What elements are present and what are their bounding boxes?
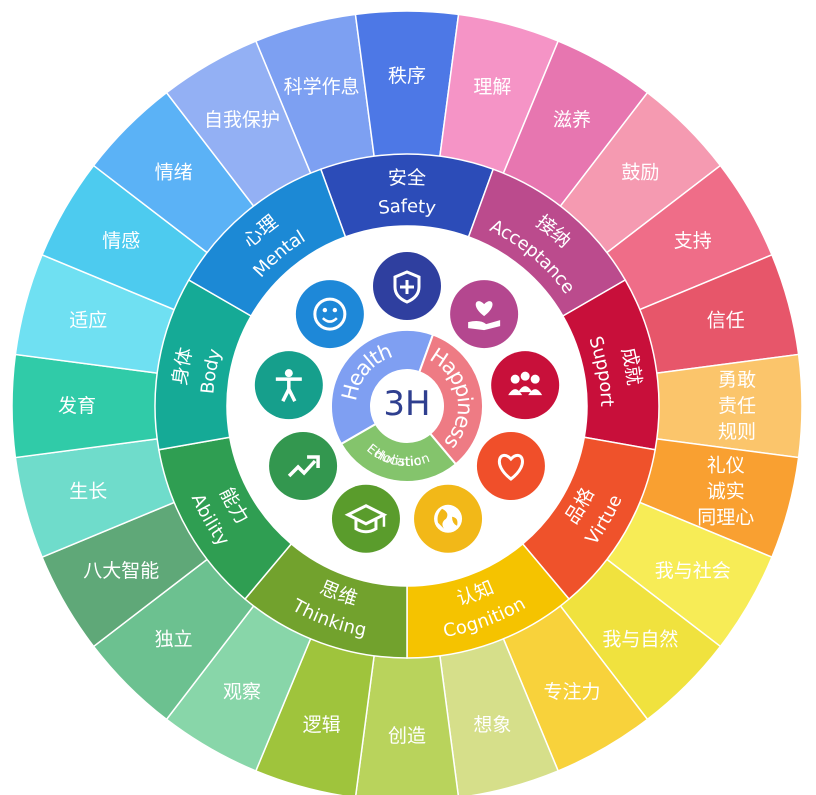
outer-segment-label-18: 八大智能 [83,560,159,582]
center-title: 3H [383,384,430,424]
graduation-cap-icon [328,481,403,556]
center-disc [373,372,441,440]
outer-segment-label-17: 独立 [155,628,193,650]
outer-segment-label-11: 我与自然 [602,628,678,650]
smiley-icon [292,277,367,352]
core-segment-1 [330,329,435,446]
outer-segment-label-21: 适应 [69,310,107,332]
middle-ring: 安全Safety接纳Acceptance成就Support品格Virtue认知C… [154,153,660,659]
heart-icon [473,429,548,503]
heart-hand-icon [447,277,522,352]
outer-ring: 科学作息 秩序理解滋养鼓励支持信任勇敢责任规则礼仪诚实同理心我与社会我与自然专注力… [11,10,803,795]
core-segment-2 [418,333,484,466]
outer-segment-label-24: 自我保护 [204,109,280,131]
middle-segment-1 [319,153,495,238]
outer-segment-label-14: 创造 [388,725,426,747]
outer-segment-label-19: 生长 [69,480,107,502]
outer-segment-label-3: 理解 [473,76,511,98]
outer-segment-label-15: 逻辑 [303,714,341,736]
outer-segment-label-8: 勇敢责任规则 [718,369,756,443]
outer-segment-label-22: 情感 [102,230,140,252]
middle-segment-9 [187,168,347,318]
outer-segment-label-1: 科学作息 [284,76,360,98]
middle-segment-en-label-1: Safety [377,195,437,218]
shield-plus-icon [370,249,444,323]
outer-segment-label-2: 秩序 [388,65,426,87]
outer-segment-label-10: 我与社会 [655,560,731,582]
outer-segment-label-13: 想象 [473,714,511,736]
outer-segment-label-12: 专注力 [543,681,600,703]
outer-segment-label-20: 发育 [58,395,96,417]
people-group-icon [488,348,563,423]
outer-segment-label-6: 支持 [674,230,712,252]
trend-arrow-icon [266,429,341,503]
outer-segment-label-4: 滋养 [553,109,591,131]
core-segment-3 [339,422,458,483]
outer-segment-label-9: 礼仪诚实同理心 [697,454,754,528]
person-icon [251,348,326,423]
middle-segment-cn-label-1: 安全 [388,167,427,190]
icon-ring [251,249,563,556]
outer-segment-label-7: 信任 [707,310,745,332]
outer-segment-label-5: 鼓励 [621,162,659,184]
outer-segment-label-23: 情绪 [155,162,193,184]
globe-icon [411,481,486,556]
outer-segment-label-16: 观察 [223,681,261,703]
